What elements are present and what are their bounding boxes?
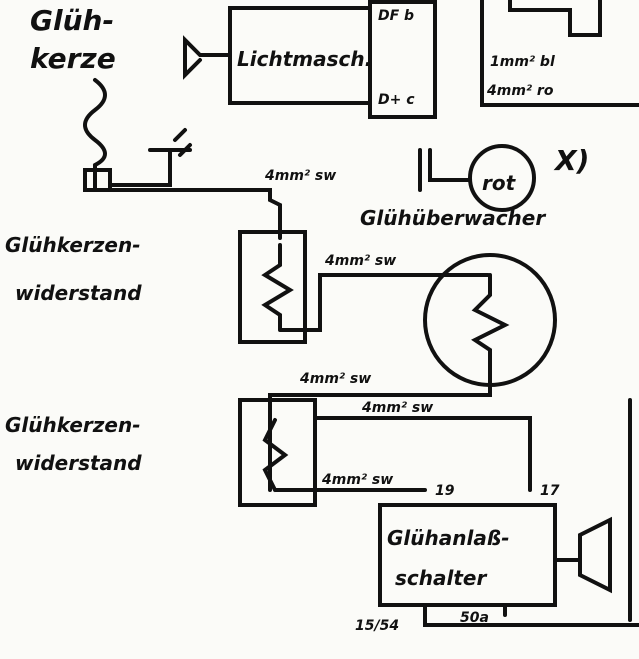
terminal-50a: 50a: [460, 610, 489, 626]
terminal-17: 17: [540, 483, 560, 499]
top-right-box: [480, 0, 639, 107]
wire-d-label: 4mm² sw: [361, 400, 433, 416]
alternator-terminal-box: [368, 0, 437, 119]
glow-plug-coil-icon: [268, 273, 510, 492]
resistor1-label-2: widerstand: [15, 281, 142, 305]
switch-key-icon: [423, 398, 639, 627]
resistor2-label: Glühkerzen-: [5, 413, 141, 437]
monitor-label: Glühüberwacher: [360, 206, 546, 230]
wire-e-label: 4mm² sw: [321, 472, 393, 488]
resistor1-icon: [261, 243, 490, 332]
alternator-pulley-icon: [183, 35, 232, 80]
terminal-15-54: 15/54: [355, 618, 399, 634]
resistor1-label: Glühkerzen-: [5, 233, 141, 257]
glow-plug-icon: [83, 78, 192, 192]
wire-a-label: 4mm² sw: [264, 168, 336, 184]
df-terminal: DF b: [378, 8, 414, 24]
wire-4mm-top-label: 4mm² ro: [486, 83, 554, 99]
switch-label-2: schalter: [395, 566, 487, 590]
resistor2-icon: [262, 416, 532, 492]
wire-b-label: 4mm² sw: [324, 253, 396, 269]
wire-monitor: [108, 148, 472, 240]
resistor1-box: [238, 230, 307, 344]
wire-c-label: 4mm² sw: [299, 371, 371, 387]
resistor2-box: [238, 398, 317, 507]
glow-plug-label-2: kerze: [30, 42, 116, 75]
alternator-label: Lichtmasch.: [237, 47, 372, 71]
glow-start-switch-box: [378, 503, 557, 607]
terminal-19: 19: [435, 483, 455, 499]
rot-label: rot: [482, 171, 517, 195]
wire-1mm-label: 1mm² bl: [490, 54, 555, 70]
x-mark: X): [553, 144, 589, 177]
switch-label: Glühanlaß-: [387, 526, 510, 550]
dplus-terminal: D+ c: [378, 92, 415, 108]
resistor2-label-2: widerstand: [15, 451, 142, 475]
glow-plug-label: Glüh-: [30, 4, 114, 37]
